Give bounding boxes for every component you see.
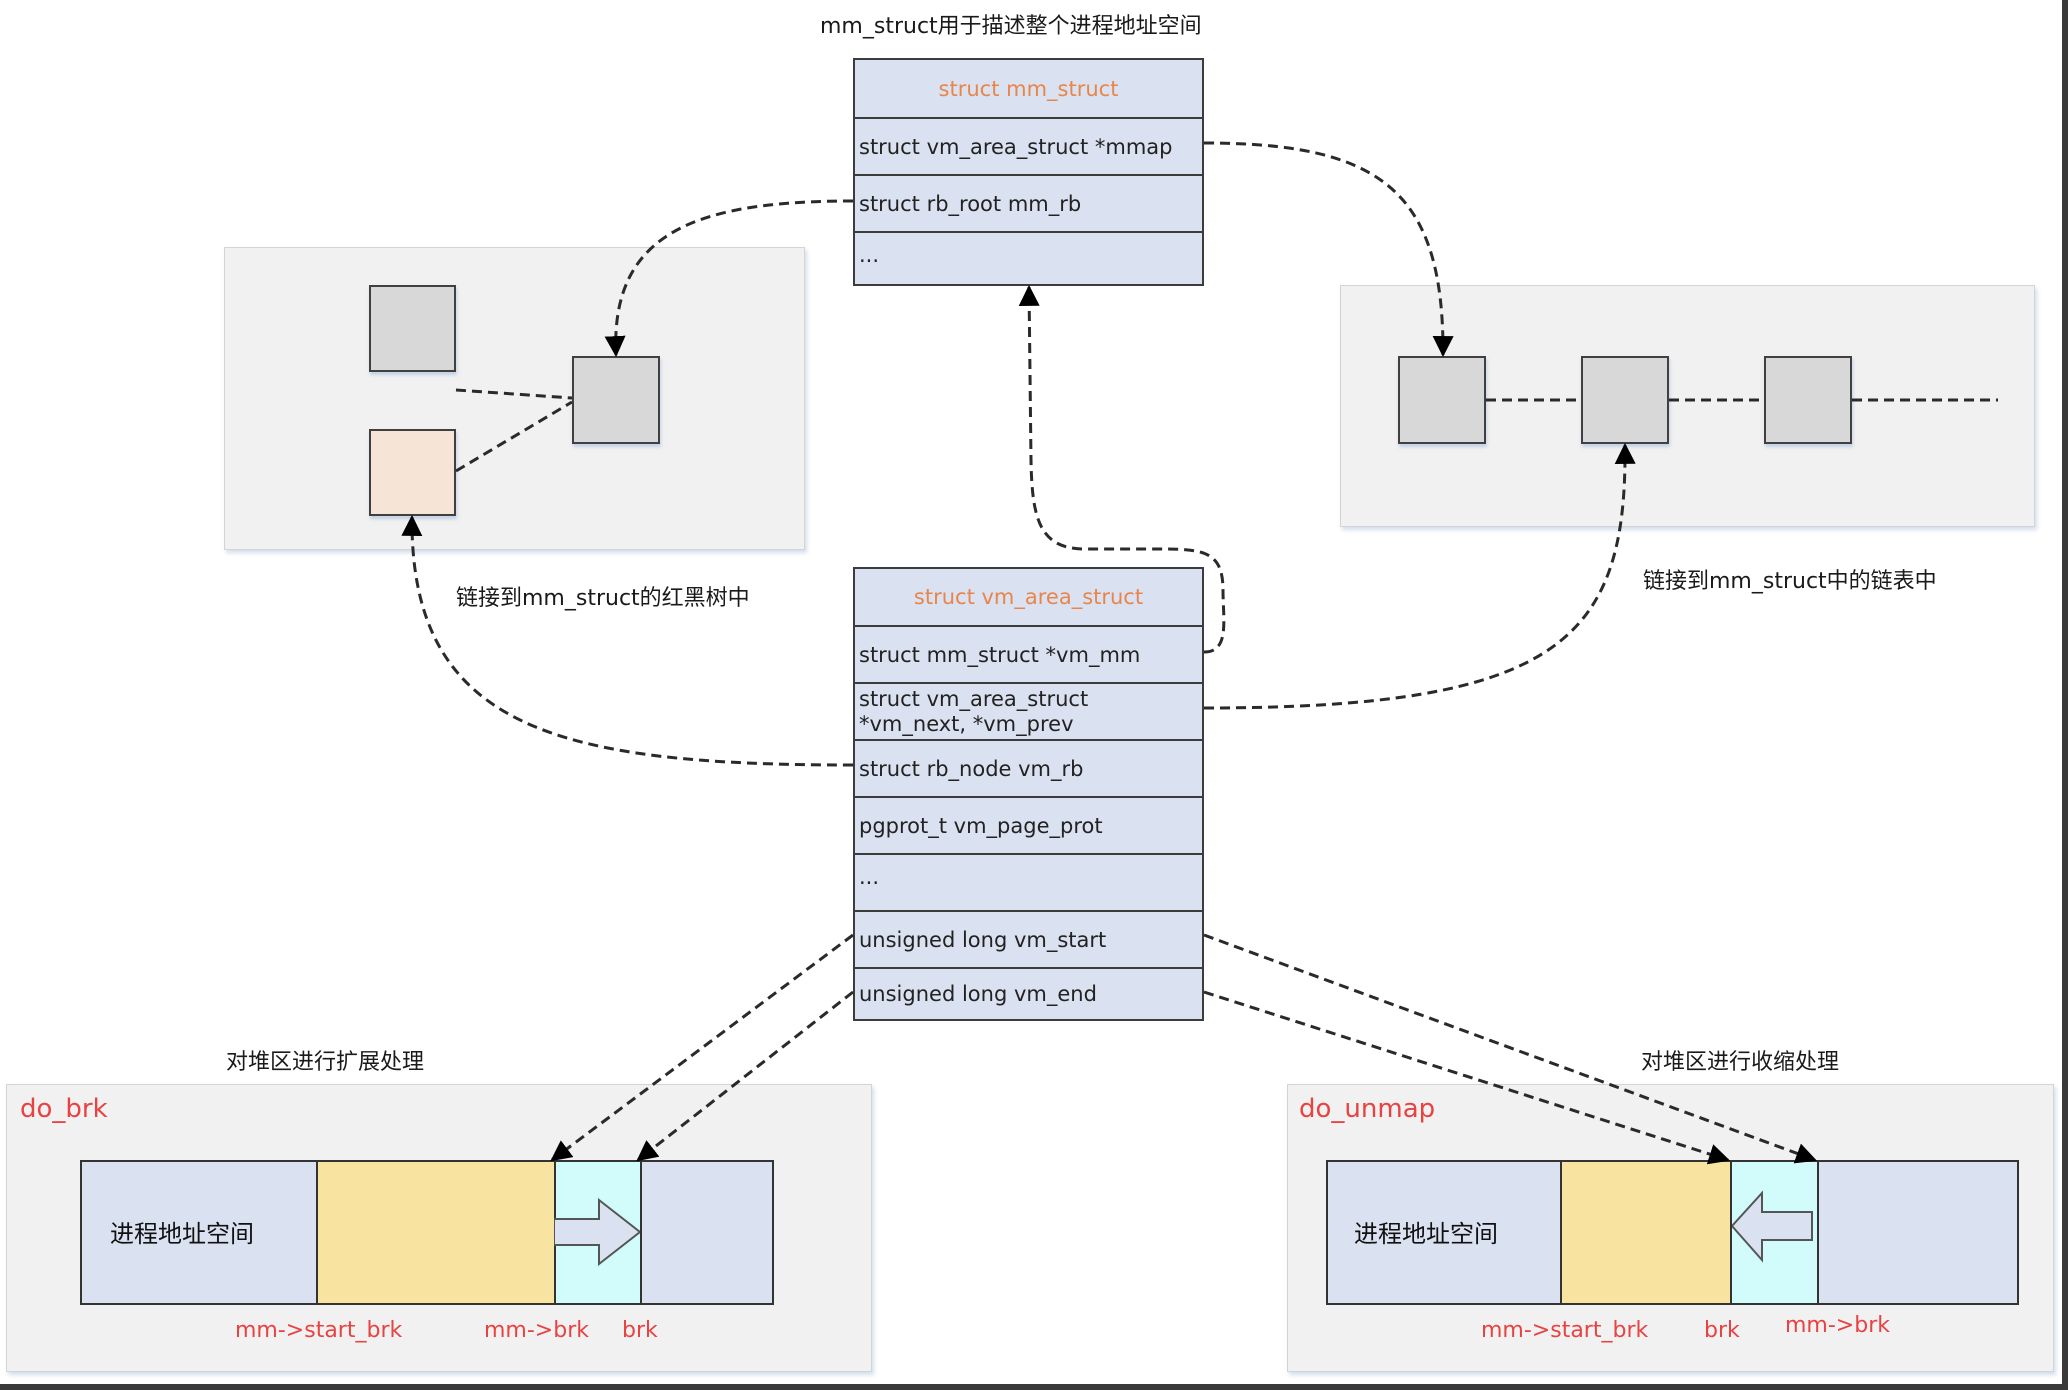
rbtree-node-left-top [369,285,456,372]
mm-struct-box: struct mm_struct struct vm_area_struct *… [853,58,1204,286]
do-brk-ptr-brk: brk [622,1318,658,1343]
do-unmap-label: do_unmap [1299,1094,1436,1124]
do-unmap-segment-heap [1560,1162,1730,1303]
list-node-2 [1581,356,1669,444]
vma-field-vm-mm: struct mm_struct *vm_mm [855,625,1202,682]
mm-struct-field-mmap: struct vm_area_struct *mmap [855,117,1202,174]
do-brk-label: do_brk [20,1094,108,1124]
list-node-3 [1764,356,1852,444]
do-unmap-segment-shrink [1730,1162,1817,1303]
vma-field-vm-rb: struct rb_node vm_rb [855,739,1202,796]
shrink-left-arrow-icon [1732,1190,1813,1263]
expand-right-arrow-icon [554,1197,640,1267]
do-brk-segment-address-space: 进程地址空间 [82,1162,316,1303]
do-unmap-segment-address-space: 进程地址空间 [1328,1162,1560,1303]
list-node-1 [1398,356,1486,444]
vma-field-more: ... [855,853,1202,910]
vma-field-vm-start: unsigned long vm_start [855,910,1202,967]
vma-field-vm-page-prot: pgprot_t vm_page_prot [855,796,1202,853]
do-unmap-ptr-mm-brk: mm->brk [1785,1313,1890,1338]
vm-area-struct-title: struct vm_area_struct [913,585,1144,609]
do-unmap-segment-label: 进程地址空间 [1354,1220,1498,1248]
do-brk-segment-label: 进程地址空间 [110,1220,254,1248]
do-brk-ptr-start-brk: mm->start_brk [235,1318,403,1343]
do-unmap-ptr-brk: brk [1704,1318,1740,1343]
do-brk-segment-heap [316,1162,554,1303]
vma-field-vm-next-prev: struct vm_area_struct *vm_next, *vm_prev [855,682,1202,739]
frame-border-bottom [0,1384,2068,1390]
vma-field-vm-next-prev-line1: struct vm_area_struct [859,686,1089,711]
vm-area-struct-box: struct vm_area_struct struct mm_struct *… [853,567,1204,1021]
list-link-caption: 链接到mm_struct中的链表中 [1643,569,1937,594]
frame-border-right [2062,0,2068,1390]
mm-struct-field-more: ... [855,231,1202,283]
vm-rb-to-rbtree-arrow [401,514,854,767]
rbtree-link-caption: 链接到mm_struct的红黑树中 [456,586,750,611]
mm-struct-field-mm-rb: struct rb_root mm_rb [855,174,1202,231]
mm-struct-caption: mm_struct用于描述整个进程地址空间 [820,14,1202,39]
do-unmap-segment-rest [1817,1162,2017,1303]
rbtree-node-root [572,356,660,444]
vma-field-vm-next-prev-line2: *vm_next, *vm_prev [859,711,1074,736]
shrink-heap-caption: 对堆区进行收缩处理 [1641,1050,1840,1075]
do-brk-segment-growth [554,1162,640,1303]
rbtree-node-vma [369,429,456,516]
do-brk-segment-rest [640,1162,772,1303]
expand-heap-caption: 对堆区进行扩展处理 [226,1050,425,1075]
do-brk-address-bar: 进程地址空间 [80,1160,774,1305]
mm-struct-title: struct mm_struct [938,76,1119,101]
do-unmap-ptr-start-brk: mm->start_brk [1481,1318,1649,1343]
do-unmap-address-bar: 进程地址空间 [1326,1160,2019,1305]
rbtree-panel [224,247,805,550]
do-brk-ptr-mm-brk: mm->brk [484,1318,589,1343]
vma-field-vm-end: unsigned long vm_end [855,967,1202,1018]
